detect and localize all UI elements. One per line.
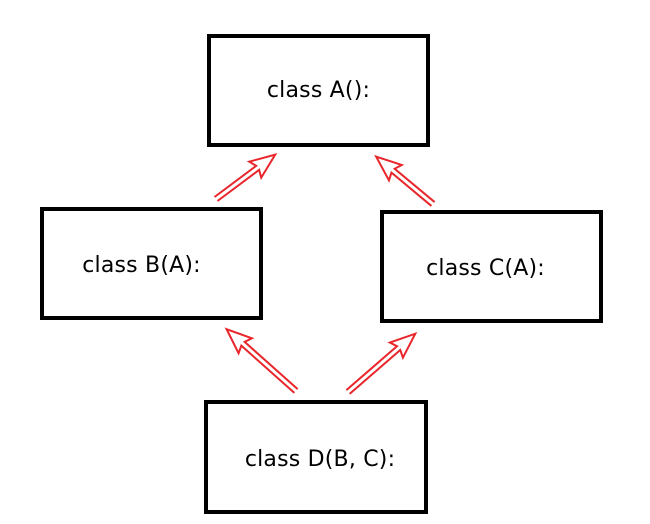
class-d-box: class D(B, C): (204, 400, 428, 514)
arrow-d-to-b (224, 327, 299, 394)
class-b-label: class B(A): (82, 253, 201, 278)
arrow-c-to-a (374, 154, 436, 207)
class-b-box: class B(A): (40, 207, 263, 320)
class-a-label: class A(): (266, 78, 371, 103)
class-a-box: class A(): (207, 34, 430, 147)
class-c-label: class C(A): (426, 256, 545, 281)
class-d-label: class D(B, C): (244, 446, 396, 472)
arrow-d-to-c (345, 331, 418, 395)
arrow-b-to-a (213, 153, 278, 202)
class-c-box: class C(A): (380, 210, 603, 323)
